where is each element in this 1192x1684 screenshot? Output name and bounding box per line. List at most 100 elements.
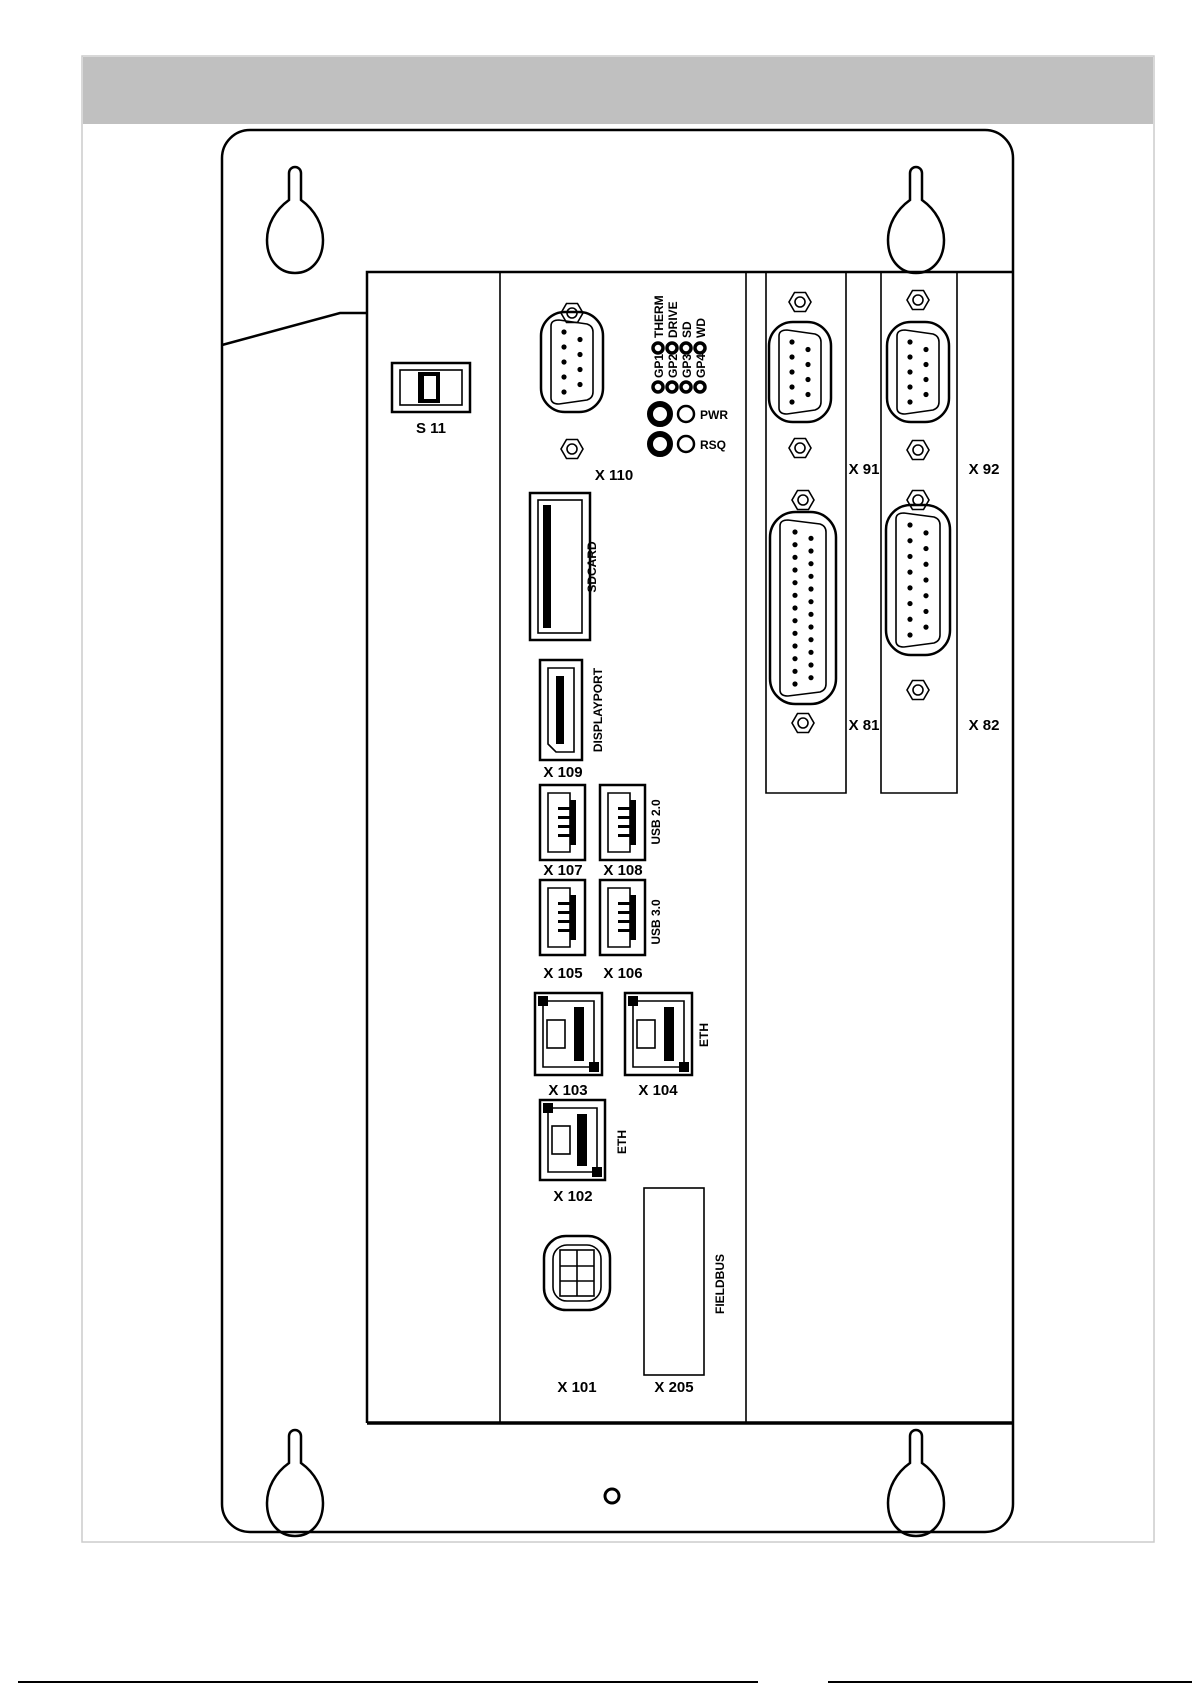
keyhole-mount xyxy=(265,1428,325,1538)
gp-led-label: GP1 xyxy=(652,354,666,378)
pin xyxy=(923,577,929,583)
x105-label: X 105 xyxy=(543,965,582,982)
pin xyxy=(561,344,567,350)
status-led-label: WD xyxy=(694,318,708,338)
x104-ethernet-port[interactable] xyxy=(623,991,694,1077)
pin xyxy=(808,548,814,554)
pin xyxy=(792,554,798,560)
x102-ethernet-port[interactable] xyxy=(538,1098,607,1182)
switch-label: S 11 xyxy=(416,420,446,437)
card-slot xyxy=(880,272,958,794)
pin xyxy=(792,529,798,535)
pin xyxy=(907,522,913,528)
pin xyxy=(577,351,583,358)
header-band xyxy=(83,57,1153,124)
x103-ethernet-port[interactable] xyxy=(533,991,604,1077)
hex-standoff-screw xyxy=(791,712,815,734)
keyhole-mount xyxy=(886,165,946,275)
pin xyxy=(907,399,913,405)
x103-label: X 103 xyxy=(548,1082,587,1099)
figure-frame xyxy=(81,55,1155,1543)
fieldbus-label: FIELDBUS xyxy=(713,1254,727,1314)
pin xyxy=(577,381,583,388)
pin xyxy=(808,611,814,617)
gp-led-label: GP3 xyxy=(680,354,694,378)
pin xyxy=(792,542,798,548)
gp-led xyxy=(665,380,679,394)
x81-label: X 81 xyxy=(849,717,880,734)
hex-standoff-screw xyxy=(791,489,815,511)
x91-serial-connector[interactable] xyxy=(767,320,833,424)
pin xyxy=(907,585,913,591)
pin xyxy=(805,346,811,353)
x101-connector[interactable] xyxy=(542,1234,612,1312)
fieldbus-slot-x205[interactable] xyxy=(643,1187,705,1376)
x107-usb-port[interactable] xyxy=(538,783,587,862)
gp-led xyxy=(651,380,665,394)
power-switch-s11[interactable] xyxy=(390,361,472,414)
x107-label: X 107 xyxy=(543,862,582,879)
pin xyxy=(808,573,814,579)
pin xyxy=(805,376,811,383)
pwr-led xyxy=(647,401,673,427)
pin xyxy=(577,336,583,343)
x92-label: X 92 xyxy=(969,461,1000,478)
pin xyxy=(808,599,814,605)
screw-hole xyxy=(603,1487,621,1505)
x110-serial-connector[interactable] xyxy=(539,310,605,414)
x102-label: X 102 xyxy=(553,1188,592,1205)
pin xyxy=(923,624,929,630)
x82-dsub15-connector[interactable] xyxy=(884,503,952,657)
pin xyxy=(808,586,814,592)
pin xyxy=(792,618,798,624)
pin xyxy=(792,668,798,674)
displayport-x109[interactable] xyxy=(538,658,584,762)
pin xyxy=(808,662,814,668)
hex-standoff-screw xyxy=(560,438,584,460)
status-led xyxy=(679,341,693,355)
pin xyxy=(792,656,798,662)
pin xyxy=(923,376,929,383)
pin xyxy=(808,649,814,655)
gp-led-label: GP2 xyxy=(666,354,680,378)
rsq-button[interactable] xyxy=(676,434,696,454)
x104-label: X 104 xyxy=(638,1082,678,1099)
pin xyxy=(789,384,795,390)
pwr-label: PWR xyxy=(700,408,728,422)
pin xyxy=(907,339,913,345)
gp-led-label: GP4 xyxy=(694,354,708,378)
x105-usb-port[interactable] xyxy=(538,878,587,957)
pin xyxy=(789,369,795,375)
x92-serial-connector[interactable] xyxy=(885,320,951,424)
pin xyxy=(923,530,929,536)
pin xyxy=(923,346,929,353)
panel-outline xyxy=(365,270,1013,1423)
x106-usb-port[interactable] xyxy=(598,878,647,957)
pin xyxy=(561,329,567,335)
x81-dsub25-connector[interactable] xyxy=(768,510,838,706)
x108-usb-port[interactable] xyxy=(598,783,647,862)
x106-label: X 106 xyxy=(603,965,642,982)
x110-label: X 110 xyxy=(595,467,633,484)
x205-label: X 205 xyxy=(654,1379,693,1396)
pin xyxy=(808,561,814,567)
pin xyxy=(923,561,929,567)
x108-label: X 108 xyxy=(603,862,642,879)
rsq-led xyxy=(647,431,673,457)
pin xyxy=(907,553,913,560)
pwr-indicator xyxy=(676,404,696,424)
x109-label: X 109 xyxy=(543,764,582,781)
gp-led xyxy=(679,380,693,394)
status-led xyxy=(693,341,707,355)
pin xyxy=(923,391,929,398)
pin xyxy=(561,359,567,365)
status-led xyxy=(651,341,665,355)
page-rule xyxy=(18,1681,758,1683)
pin xyxy=(792,580,798,586)
pin xyxy=(907,632,913,638)
pin xyxy=(805,391,811,398)
pin xyxy=(792,605,798,611)
pin xyxy=(923,361,929,368)
sdcard-slot[interactable] xyxy=(528,491,592,642)
pin xyxy=(577,366,583,373)
